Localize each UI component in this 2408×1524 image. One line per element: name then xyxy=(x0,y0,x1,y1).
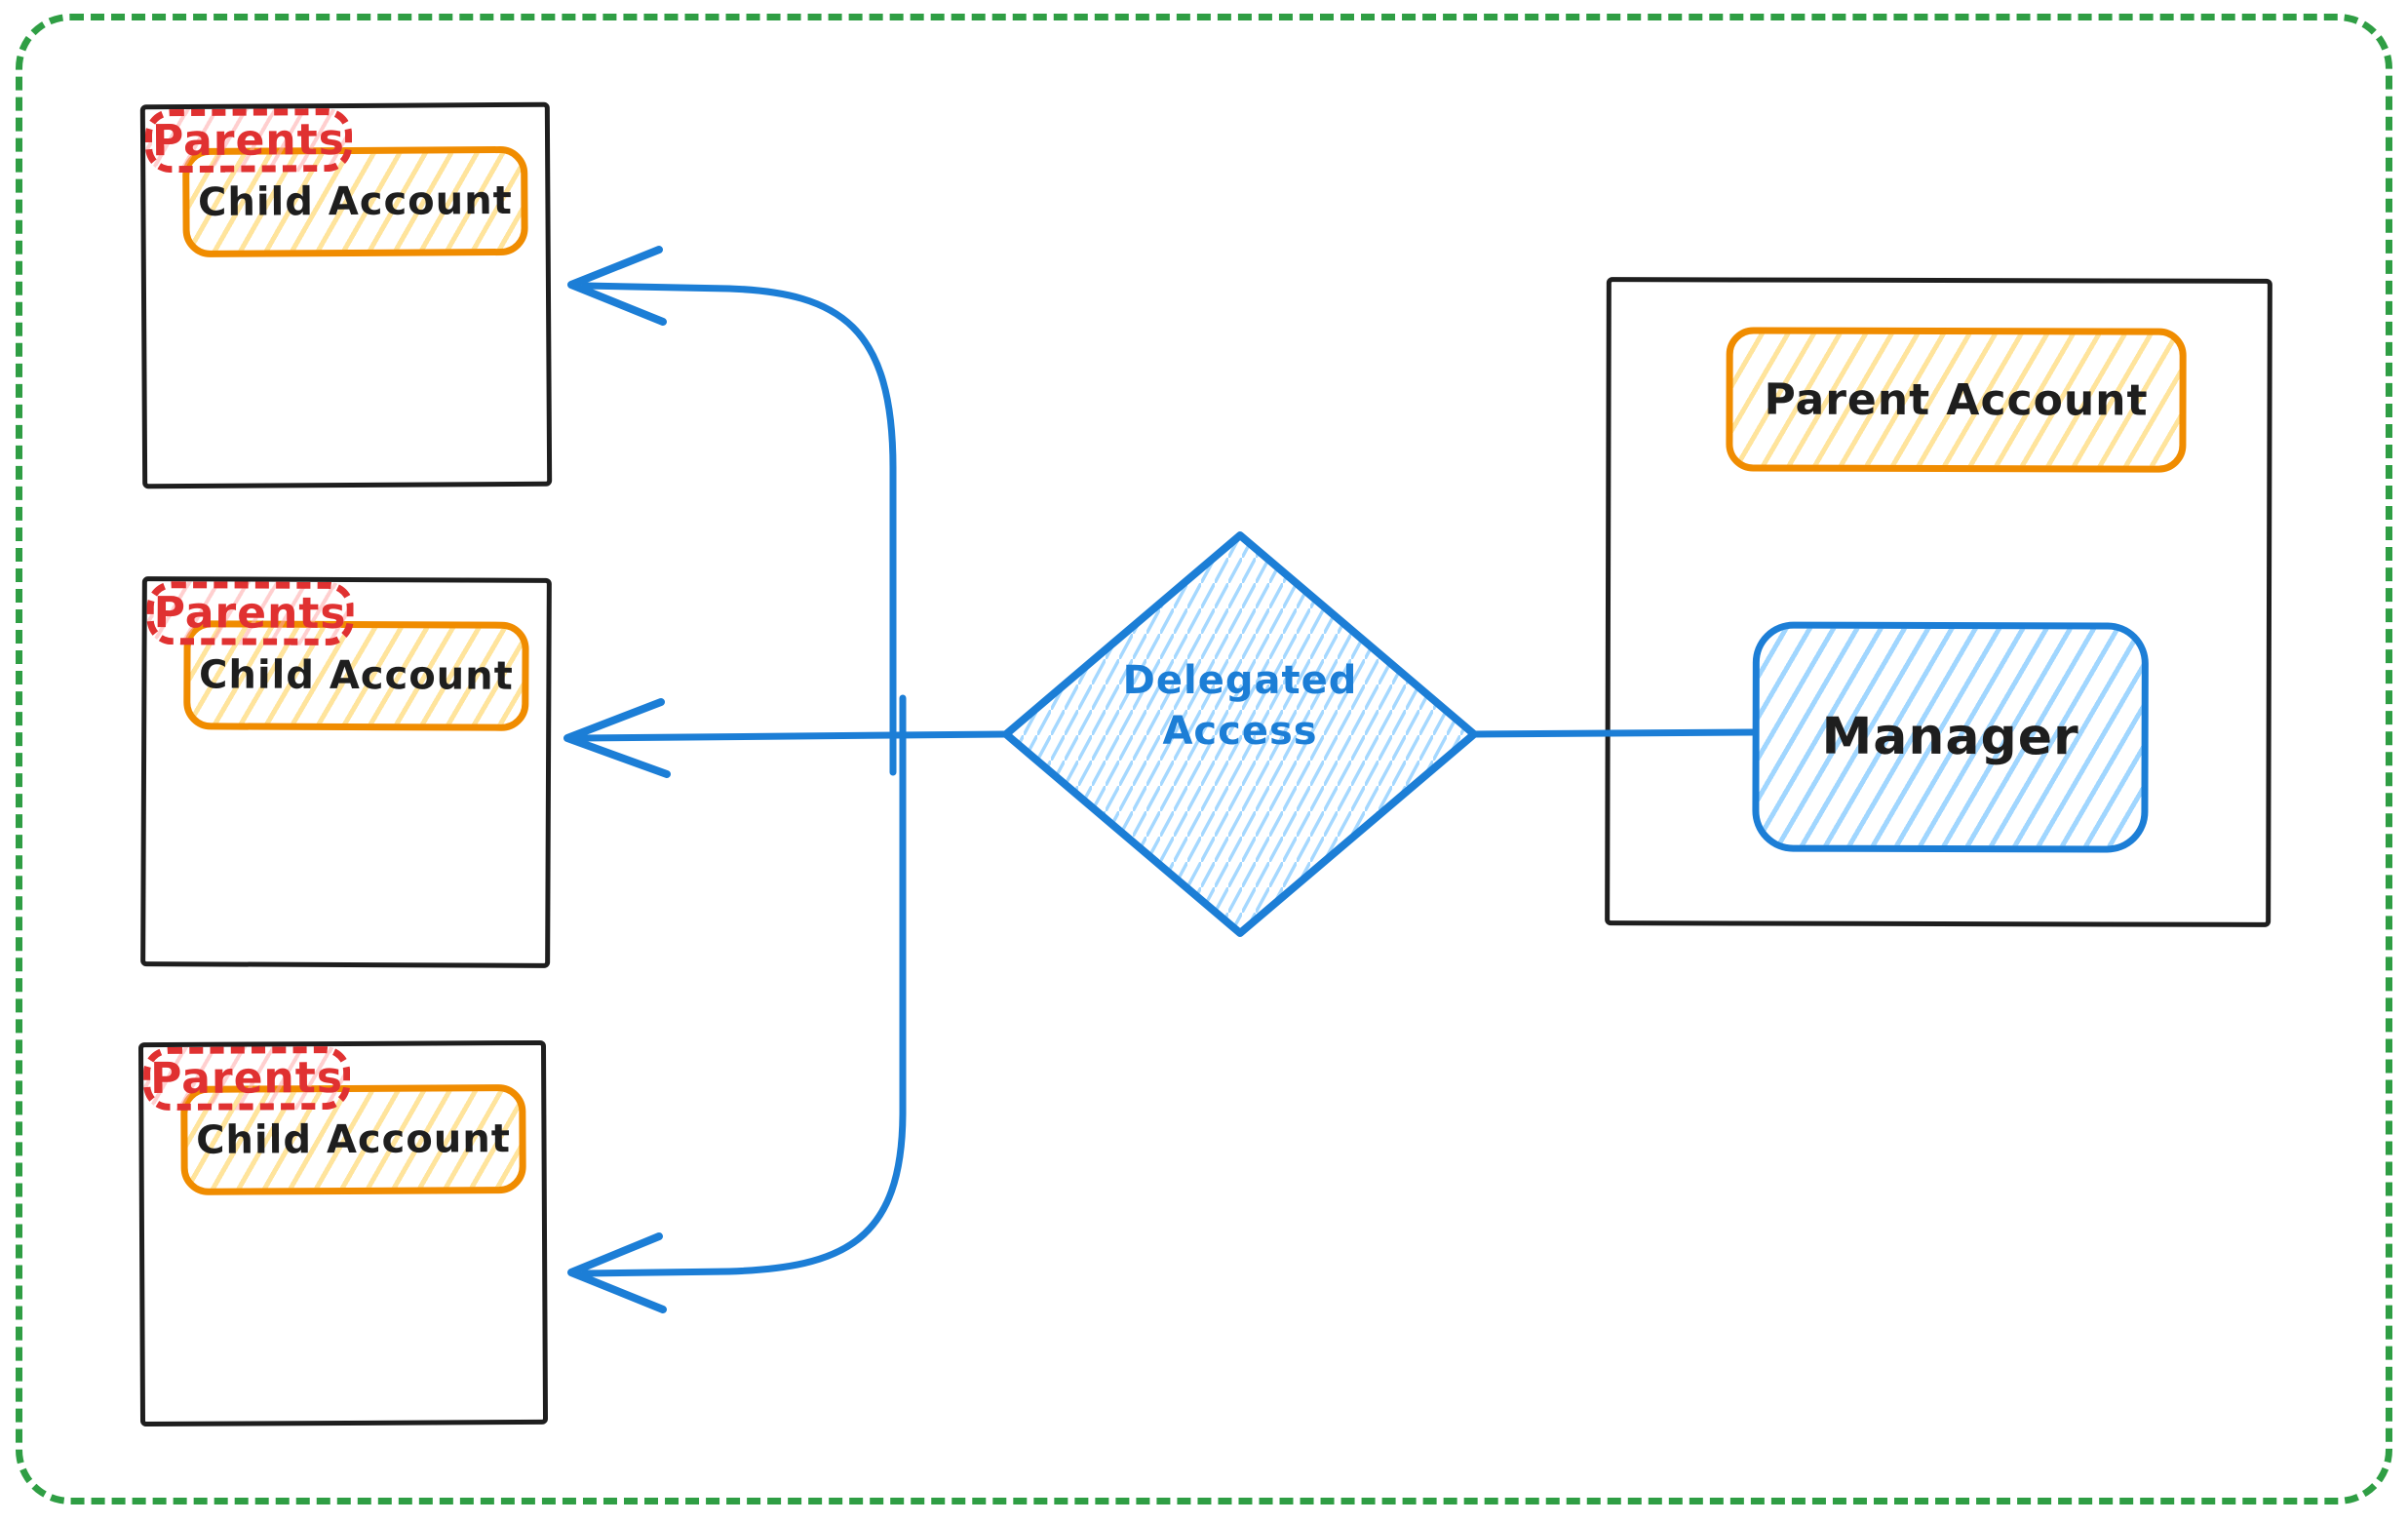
parents-label: Parents xyxy=(153,588,347,640)
child-account-title: Child Account xyxy=(197,177,513,225)
parents-box: Parents xyxy=(144,107,353,174)
parents-box: Parents xyxy=(142,1045,351,1112)
delegated-access-line2: Access xyxy=(1162,709,1318,754)
manager-label: Manager xyxy=(1821,707,2079,767)
manager-box: Manager xyxy=(1752,621,2149,853)
delegated-access-line1: Delegated xyxy=(1122,658,1358,703)
child-account-box-3: Child Account Parents xyxy=(137,1039,549,1427)
child-account-title: Child Account xyxy=(196,1116,511,1163)
parent-account-title: Parent Account xyxy=(1764,374,2149,426)
child-account-box-2: Child Account Parents xyxy=(140,576,552,968)
parents-label: Parents xyxy=(150,1052,344,1105)
parents-box: Parents xyxy=(146,581,354,646)
child-account-title: Child Account xyxy=(198,652,514,699)
parent-account-box: Parent Account Manager xyxy=(1605,277,2272,927)
parent-account-title-pill: Parent Account xyxy=(1726,327,2187,473)
parents-label: Parents xyxy=(151,115,346,167)
delegated-access-label: Delegated Access xyxy=(1045,655,1435,757)
child-account-box-1: Child Account Parents xyxy=(139,101,553,489)
dashed-outer-border xyxy=(16,14,2392,1504)
